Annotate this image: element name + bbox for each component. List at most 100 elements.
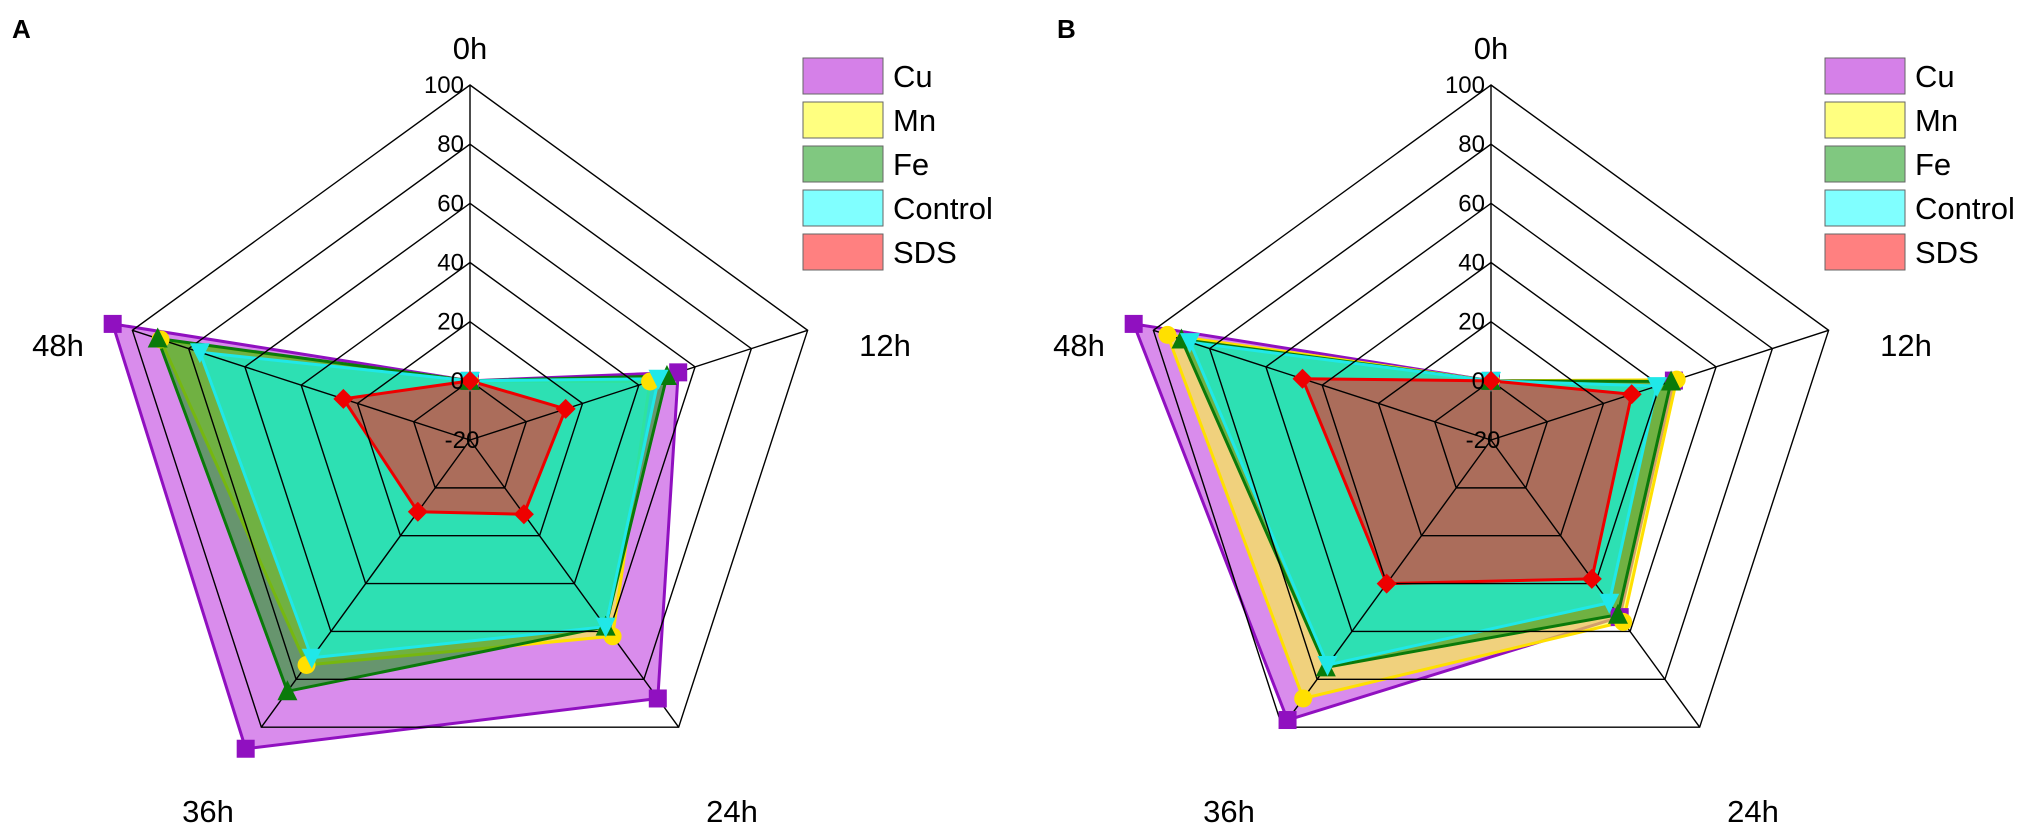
axis-label-36h: 36h (182, 794, 234, 829)
tick-label: -20 (1466, 427, 1501, 454)
grid-ring (1321, 261, 1661, 585)
legend-swatch-mn (802, 101, 884, 139)
axis-spoke (1153, 329, 1492, 441)
marker-control (595, 617, 616, 638)
tick-label: 100 (1445, 72, 1485, 99)
grid-ring (1433, 379, 1549, 489)
marker-cu (103, 314, 122, 333)
radar-panel-b: B -20 0 20 40 60 80 100 0h 12h 24h 36h 48h CuMnFeCont… (1053, 14, 2015, 829)
legend-label-sds: SDS (1915, 235, 1979, 270)
tick-label: 0 (451, 368, 464, 395)
marker-cu (648, 689, 667, 708)
marker-sds (1292, 368, 1313, 389)
marker-sds (333, 388, 354, 409)
tick-label: 80 (437, 131, 464, 158)
legend-label-mn: Mn (893, 103, 936, 138)
axis-label-24h: 24h (706, 794, 758, 829)
marker-control (1179, 333, 1200, 354)
legend-label-sds: SDS (893, 235, 957, 270)
axis-label-0h: 0h (453, 31, 487, 66)
grid-ring (244, 202, 696, 633)
tick-label: 40 (1458, 250, 1485, 277)
marker-sds (513, 504, 534, 525)
axis-spoke (469, 329, 808, 441)
axis-label-36h: 36h (1203, 794, 1255, 829)
axis-label-48h: 48h (1053, 328, 1105, 363)
tick-label: 80 (1458, 131, 1485, 158)
axis-label-12h: 12h (1880, 328, 1932, 363)
legend-label-control: Control (1915, 191, 2015, 226)
marker-sds (460, 370, 480, 391)
axis-label-24h: 24h (1727, 794, 1779, 829)
marker-sds (1376, 573, 1397, 594)
tick-label: -20 (445, 427, 480, 454)
marker-sds (1621, 384, 1642, 405)
axis-label-12h: 12h (859, 328, 911, 363)
legend-label-cu: Cu (1915, 59, 1955, 94)
series-polygons (111, 322, 680, 751)
tick-label: 60 (1458, 190, 1485, 217)
axis-label-48h: 48h (32, 328, 84, 363)
marker-mn (1294, 689, 1313, 708)
tick-label: 20 (437, 309, 464, 336)
axis-spoke (260, 439, 471, 728)
grid-ring (1265, 202, 1717, 633)
marker-cu (1124, 314, 1143, 333)
tick-label: 100 (424, 72, 464, 99)
marker-fe (277, 680, 298, 701)
radar-panel-a: A -20 0 20 40 60 80 100 0h 12h 24h 36h 48h CuMnFeCont… (12, 14, 993, 829)
tick-label: 40 (437, 250, 464, 277)
grid-ring (356, 320, 584, 537)
series-markers (1124, 314, 1686, 730)
marker-control (189, 343, 210, 364)
legend-swatch-cu (802, 57, 884, 95)
axis-spoke (469, 439, 680, 728)
marker-mn (1158, 325, 1177, 344)
series-area-sds (1300, 377, 1634, 586)
marker-cu (669, 363, 688, 382)
grid-ring (1377, 320, 1605, 537)
panel-letter: A (12, 14, 31, 44)
marker-fe (1661, 370, 1682, 391)
axis-label-0h: 0h (1474, 31, 1508, 66)
marker-cu (236, 739, 255, 758)
marker-control (648, 369, 669, 390)
marker-sds (555, 398, 576, 419)
marker-control (1599, 593, 1620, 614)
series-markers (103, 314, 688, 758)
tick-label: 0 (1472, 368, 1485, 395)
marker-control (1317, 655, 1338, 676)
legend-swatch-control (802, 189, 884, 227)
legend-swatch-mn (1824, 101, 1906, 139)
legend-label-fe: Fe (1915, 147, 1951, 182)
grid-ring (1152, 84, 1830, 728)
marker-fe (1607, 603, 1628, 624)
legend-label-mn: Mn (1915, 103, 1958, 138)
panel-letter: B (1057, 14, 1076, 44)
legend-label-cu: Cu (893, 59, 933, 94)
grid-ring (412, 379, 528, 489)
grid-ring (131, 84, 809, 728)
marker-cu (1278, 711, 1297, 730)
legend-swatch-cu (1824, 57, 1906, 95)
tick-label: 20 (1458, 309, 1485, 336)
legend-swatch-control (1824, 189, 1906, 227)
legend-label-fe: Fe (893, 147, 929, 182)
legend-swatch-sds (1824, 233, 1906, 271)
marker-fe (147, 327, 168, 348)
legend-swatch-sds (802, 233, 884, 271)
legend-swatch-fe (1824, 145, 1906, 183)
grid-ring (187, 143, 753, 681)
marker-sds (407, 501, 428, 522)
legend-label-control: Control (893, 191, 993, 226)
legend-swatch-fe (802, 145, 884, 183)
grid-ring (300, 261, 640, 585)
series-area-sds (341, 379, 568, 516)
marker-control (301, 648, 322, 669)
tick-label: 60 (437, 190, 464, 217)
marker-sds (1481, 370, 1501, 391)
grid-ring (1208, 143, 1774, 681)
